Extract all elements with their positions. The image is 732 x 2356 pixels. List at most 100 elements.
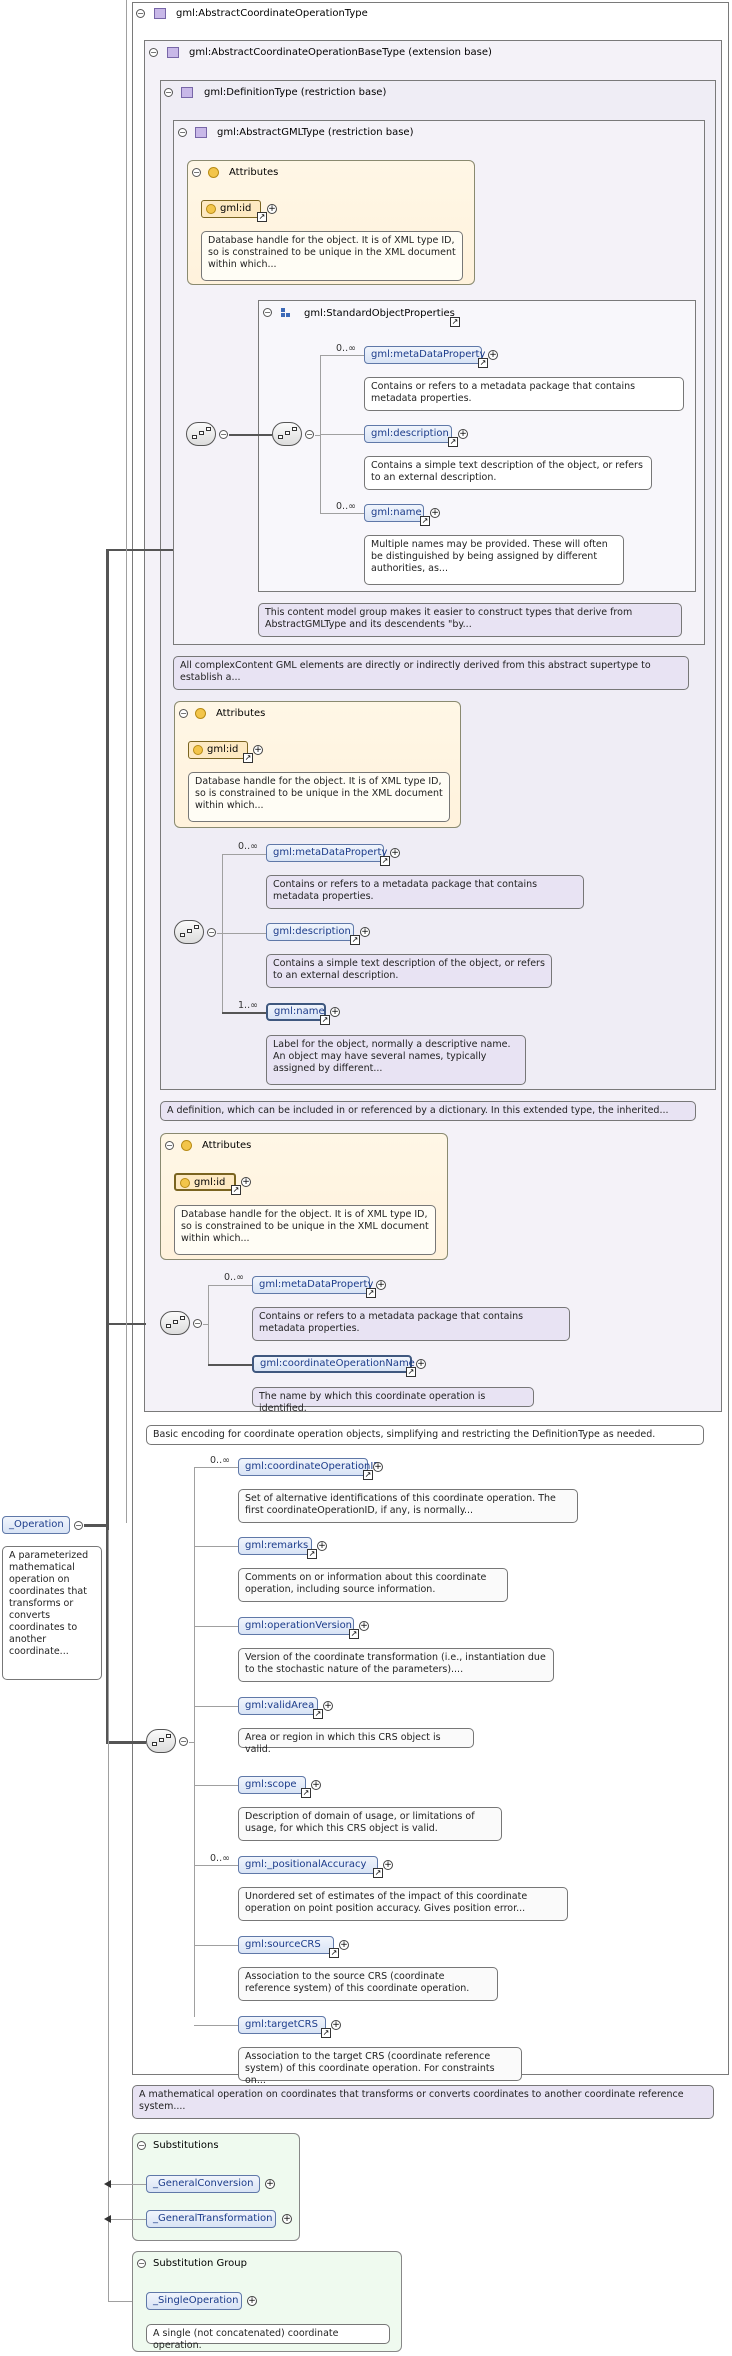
expand-plus-icon[interactable]: +: [390, 848, 400, 858]
element-name[interactable]: gml:name: [364, 504, 424, 522]
connector-line: [106, 549, 109, 1743]
element-positionalaccuracy[interactable]: gml:_positionalAccuracy: [238, 1856, 378, 1874]
link-arrow-icon[interactable]: ↗: [478, 358, 488, 368]
expand-plus-icon[interactable]: +: [265, 2179, 275, 2189]
element-operationversion[interactable]: gml:operationVersion: [238, 1617, 354, 1635]
collapse-toggle[interactable]: −: [165, 1141, 174, 1150]
link-arrow-icon[interactable]: ↗: [350, 935, 360, 945]
collapse-toggle[interactable]: −: [263, 308, 272, 317]
expand-plus-icon[interactable]: +: [383, 1860, 393, 1870]
documentation-note: Contains or refers to a metadata package…: [252, 1307, 570, 1341]
collapse-toggle[interactable]: −: [192, 168, 201, 177]
cardinality-label: 0..∞: [336, 343, 356, 354]
substitution-general-transformation[interactable]: _GeneralTransformation: [146, 2210, 276, 2228]
attributes-label: Attributes: [202, 1140, 252, 1151]
collapse-toggle[interactable]: −: [164, 88, 173, 97]
element-targetcrs[interactable]: gml:targetCRS: [238, 2016, 326, 2034]
expand-plus-icon[interactable]: +: [317, 1541, 327, 1551]
expand-plus-icon[interactable]: +: [323, 1701, 333, 1711]
collapse-toggle[interactable]: −: [179, 1737, 188, 1746]
expand-plus-icon[interactable]: +: [488, 350, 498, 360]
expand-plus-icon[interactable]: +: [458, 429, 468, 439]
sequence-compositor-icon[interactable]: [160, 1311, 190, 1335]
attribute-gml-id[interactable]: gml:id: [174, 1173, 236, 1191]
expand-plus-icon[interactable]: +: [373, 1462, 383, 1472]
expand-plus-icon[interactable]: +: [430, 508, 440, 518]
link-arrow-icon[interactable]: ↗: [329, 1948, 339, 1958]
link-arrow-icon[interactable]: ↗: [448, 437, 458, 447]
element-sourcecrs[interactable]: gml:sourceCRS: [238, 1936, 334, 1954]
element-description[interactable]: gml:description: [266, 923, 354, 941]
link-arrow-icon[interactable]: ↗: [373, 1868, 383, 1878]
link-arrow-icon[interactable]: ↗: [450, 317, 460, 327]
element-coordinateoperationid[interactable]: gml:coordinateOperationID: [238, 1458, 381, 1476]
link-arrow-icon[interactable]: ↗: [420, 516, 430, 526]
sequence-compositor-icon[interactable]: [186, 422, 216, 446]
sequence-compositor-icon[interactable]: [272, 422, 302, 446]
link-arrow-icon[interactable]: ↗: [243, 753, 253, 763]
substitution-group-single-operation[interactable]: _SingleOperation: [146, 2292, 242, 2310]
collapse-toggle[interactable]: −: [179, 709, 188, 718]
link-arrow-icon[interactable]: ↗: [349, 1629, 359, 1639]
collapse-toggle[interactable]: −: [137, 2141, 146, 2150]
collapse-toggle[interactable]: −: [149, 48, 158, 57]
connector-line: [126, 0, 127, 1523]
attribute-gml-id[interactable]: gml:id: [188, 741, 248, 759]
root-element-operation[interactable]: _Operation: [2, 1516, 70, 1534]
documentation-note: Contains or refers to a metadata package…: [364, 377, 684, 411]
attributes-label: Attributes: [229, 167, 279, 178]
collapse-toggle[interactable]: −: [137, 2259, 146, 2268]
collapse-toggle[interactable]: −: [136, 9, 145, 18]
collapse-toggle[interactable]: −: [74, 1521, 83, 1530]
link-arrow-icon[interactable]: ↗: [406, 1367, 416, 1377]
cardinality-label: 0..∞: [210, 1455, 230, 1466]
expand-plus-icon[interactable]: +: [339, 1940, 349, 1950]
expand-plus-icon[interactable]: +: [359, 1621, 369, 1631]
link-arrow-icon[interactable]: ↗: [366, 1288, 376, 1298]
documentation-note: Contains a simple text description of th…: [266, 954, 552, 988]
sequence-compositor-icon[interactable]: [174, 920, 204, 944]
element-description[interactable]: gml:description: [364, 425, 452, 443]
link-arrow-icon[interactable]: ↗: [313, 1709, 323, 1719]
expand-plus-icon[interactable]: +: [253, 745, 263, 755]
connector-line: [108, 1530, 109, 2302]
element-remarks[interactable]: gml:remarks: [238, 1537, 312, 1555]
collapse-toggle[interactable]: −: [305, 430, 314, 439]
root-documentation: A parameterized mathematical operation o…: [2, 1546, 102, 1680]
base-type-title: gml:AbstractCoordinateOperationBaseType …: [189, 47, 492, 58]
expand-plus-icon[interactable]: +: [282, 2214, 292, 2224]
collapse-toggle[interactable]: −: [219, 430, 228, 439]
expand-plus-icon[interactable]: +: [331, 2020, 341, 2030]
collapse-toggle[interactable]: −: [193, 1319, 202, 1328]
substitution-general-conversion[interactable]: _GeneralConversion: [146, 2175, 260, 2193]
element-name[interactable]: gml:name: [266, 1003, 326, 1021]
abstract-gml-type-documentation: All complexContent GML elements are dire…: [173, 656, 689, 690]
expand-plus-icon[interactable]: +: [360, 927, 370, 937]
expand-plus-icon[interactable]: +: [247, 2296, 257, 2306]
element-scope[interactable]: gml:scope: [238, 1776, 306, 1794]
link-arrow-icon[interactable]: ↗: [380, 856, 390, 866]
element-metadata-property[interactable]: gml:metaDataProperty: [266, 844, 387, 862]
link-arrow-icon[interactable]: ↗: [320, 1015, 330, 1025]
link-arrow-icon[interactable]: ↗: [363, 1470, 373, 1480]
sequence-compositor-icon[interactable]: [146, 1729, 176, 1753]
collapse-toggle[interactable]: −: [178, 128, 187, 137]
element-metadata-property[interactable]: gml:metaDataProperty: [364, 346, 485, 364]
expand-plus-icon[interactable]: +: [376, 1280, 386, 1290]
element-coordinate-operation-name[interactable]: gml:coordinateOperationName: [252, 1355, 415, 1373]
cardinality-label: 1..∞: [238, 1000, 258, 1011]
expand-plus-icon[interactable]: +: [330, 1007, 340, 1017]
expand-plus-icon[interactable]: +: [241, 1177, 251, 1187]
attribute-gml-id[interactable]: gml:id: [201, 200, 261, 218]
element-metadata-property[interactable]: gml:metaDataProperty: [252, 1276, 373, 1294]
collapse-toggle[interactable]: −: [207, 928, 216, 937]
expand-plus-icon[interactable]: +: [267, 204, 277, 214]
link-arrow-icon[interactable]: ↗: [321, 2028, 331, 2038]
expand-plus-icon[interactable]: +: [311, 1780, 321, 1790]
link-arrow-icon[interactable]: ↗: [307, 1549, 317, 1559]
expand-plus-icon[interactable]: +: [416, 1359, 426, 1369]
link-arrow-icon[interactable]: ↗: [301, 1788, 311, 1798]
link-arrow-icon[interactable]: ↗: [231, 1185, 241, 1195]
element-validarea[interactable]: gml:validArea: [238, 1697, 318, 1715]
link-arrow-icon[interactable]: ↗: [257, 212, 267, 222]
